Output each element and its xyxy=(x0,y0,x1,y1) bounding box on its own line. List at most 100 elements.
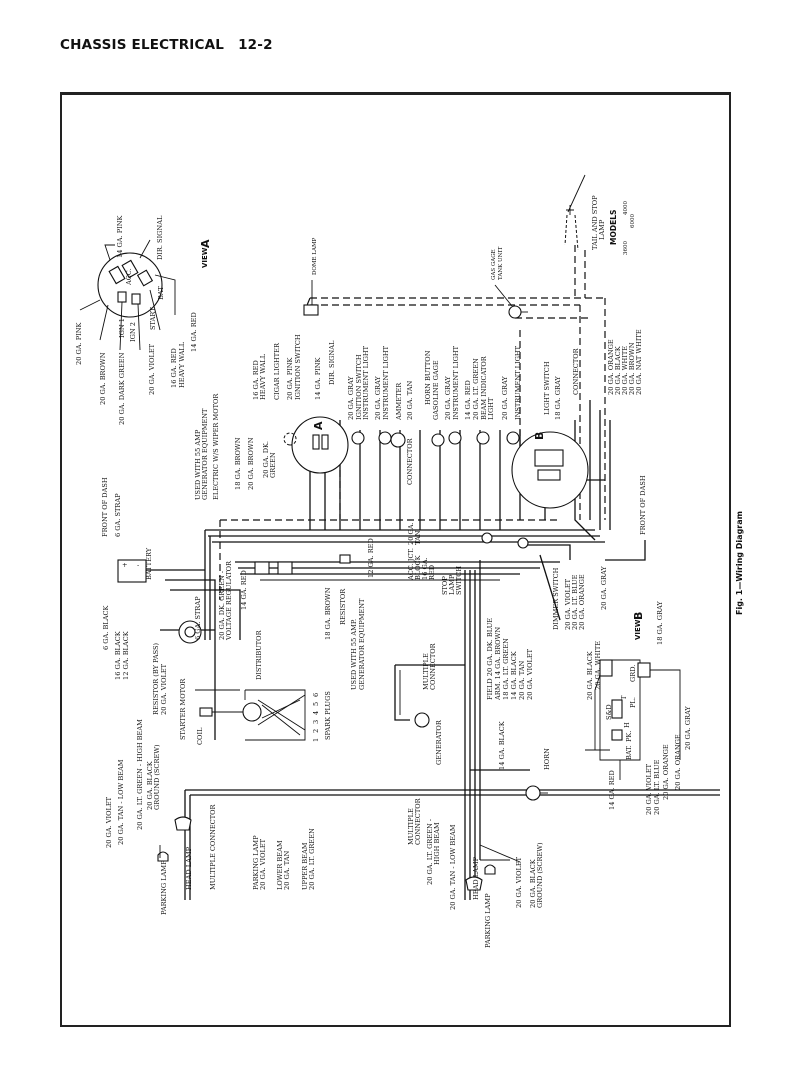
rear-labels: TAIL AND STOP LAMP MODELS 3600 4000 6000… xyxy=(312,195,636,280)
wire-label: 20 GA. VIOLET xyxy=(645,763,653,815)
dash-labels: FRONT OF DASH 6 GA. STRAP BATTERY USED W… xyxy=(101,329,647,580)
wire-label: 20 GA. GRAY xyxy=(444,376,452,420)
gen-wire-label: 14 GA. BLACK xyxy=(510,650,518,700)
rear-wire-label: 20 GA. WHITE xyxy=(621,346,629,395)
svg-text:+: + xyxy=(122,561,128,569)
wire-label: 20 GA. BROWN xyxy=(247,437,255,490)
dimmer-wire-label: 20 GA. VIOLET xyxy=(564,578,572,630)
plug-number: 6 xyxy=(312,693,320,697)
voltage-regulator xyxy=(254,561,293,575)
terminal-label: S&D xyxy=(605,704,613,720)
strap-label: 6 GA. STRAP xyxy=(114,493,122,537)
multiple-connector-label: MULTIPLE xyxy=(422,653,430,690)
wiper-label: ELECTRIC W/S WIPER MOTOR xyxy=(212,393,220,500)
wire-label: 20 GA. GRAY xyxy=(600,566,608,610)
stop-lamp-label: STOP xyxy=(441,576,449,595)
rear-wire-label: 20 GA. BROWN xyxy=(628,342,636,395)
acc-jct-label: BLOCK xyxy=(414,554,422,580)
multiple-connector-label: MULTIPLE xyxy=(407,808,415,845)
wire-label: 14 GA. PINK xyxy=(314,356,322,400)
wire-label: 14 GA. RED xyxy=(240,570,248,610)
view-b-letter: B xyxy=(632,612,645,620)
wire-label: 20 GA. PINK xyxy=(75,321,83,365)
svg-text:-: - xyxy=(137,561,139,569)
head-lamp-label: HEAD LAMP xyxy=(472,856,480,900)
wire-label: 16 GA. RED xyxy=(170,348,178,388)
generator xyxy=(414,712,430,728)
terminal-label: PL. xyxy=(629,697,637,708)
dir-signal-label: DIR. SIGNAL xyxy=(328,340,336,385)
view-a-title: VIEW xyxy=(201,247,209,268)
upper-beam-label: UPPER BEAM xyxy=(301,842,309,890)
view-a-labels: VIEW A 20 GA. PINK 20 GA. BROWN 20 GA. D… xyxy=(75,214,212,425)
wire-label: 20 GA. TAN - LOW BEAM xyxy=(117,759,125,845)
multiple-connector-label: CONNECTOR xyxy=(414,797,422,845)
voltage-regulator-label: VOLTAGE REGULATOR xyxy=(225,560,233,641)
wire-label: TAN xyxy=(414,530,422,545)
wire-label: IGNITION SWITCH xyxy=(355,354,363,420)
wire-label: 20 GA. GRAY xyxy=(374,376,382,420)
wire-label: 20 GA. ORANGE xyxy=(662,744,670,800)
starter-motor xyxy=(178,620,202,644)
wire-label: 14 GA. RED xyxy=(190,312,198,352)
gas-gage-tank-unit xyxy=(494,284,528,319)
stop-lamp-label: SWITCH xyxy=(455,566,463,595)
wire-label: 18 GA. BROWN xyxy=(324,587,332,640)
used-55-label: GENERATOR EQUIPMENT xyxy=(201,408,209,500)
gen-wire-label: 18 GA. LT. GREEN xyxy=(502,638,510,700)
ignition-switch-label: IGNITION SWITCH xyxy=(294,334,302,400)
wire-label: 6 GA. STRAP xyxy=(194,596,202,640)
section-title: CHASSIS ELECTRICAL xyxy=(60,37,225,53)
dimmer-wire-label: 20 GA. LT. BLUE xyxy=(571,574,579,630)
wire-label: 14 GA. RED xyxy=(608,770,616,810)
ground-label: 20 GA. BLACK xyxy=(146,760,154,810)
ammeter-label: AMMETER xyxy=(395,382,403,421)
model-number: 6000 xyxy=(630,214,636,228)
wire-label: 20 GA. LT. BLUE xyxy=(653,759,661,815)
front-middle-labels: PARKING LAMP 20 GA. VIOLET LOWER BEAM 20… xyxy=(252,828,316,890)
acc-jct-label: 16 GA. xyxy=(421,557,429,580)
parking-lamp-label: 20 GA. VIOLET xyxy=(259,838,267,890)
view-b-light-switch xyxy=(585,659,681,780)
rear-wire-label: 20 GA. BLACK xyxy=(614,345,622,395)
engine-labels: 6 GA. BLACK 16 GA. BLACK 12 GA. BLACK 6 … xyxy=(102,522,608,770)
multiple-connector-label: CONNECTOR xyxy=(429,642,437,690)
front-of-dash-right: FRONT OF DASH xyxy=(639,475,647,535)
view-b-labels: VIEW B 18 GA. GRAY 14 GA. RED 20 GA. BLA… xyxy=(586,601,692,815)
ground-label: GROUND (SCREW) xyxy=(536,842,544,908)
view-a-letter: A xyxy=(199,239,212,248)
voltage-regulator-label: 20 GA. DK. GREEN - xyxy=(218,571,226,640)
gen-wire-label: 20 GA. TAN xyxy=(518,660,526,700)
gas-gage-label: GASOLINE GAGE xyxy=(432,360,440,420)
gen-wire-label: ARM. 14 GA. BROWN xyxy=(494,627,502,701)
terminal-label: START xyxy=(149,307,157,330)
wire-label: 20 GA. LT. GREEN - xyxy=(426,819,434,885)
used-55-label: USED WITH 55 AMP. xyxy=(350,619,358,690)
wire-label: 20 GA. PINK xyxy=(286,356,294,400)
resistor-component xyxy=(339,554,351,564)
stop-lamp-label: LAMP xyxy=(448,574,456,595)
tail-lamp-label: TAIL AND STOP xyxy=(591,195,599,250)
ground-label: 20 GA. BLACK xyxy=(529,858,537,908)
wire-label: 20 GA. LT. GREEN xyxy=(472,358,480,420)
lower-beam-label: 20 GA. TAN xyxy=(283,850,291,890)
multiple-connector-label: MULTIPLE CONNECTOR xyxy=(209,803,217,890)
resistor-label: RESISTOR xyxy=(339,588,347,625)
model-number: 3600 xyxy=(623,241,629,255)
stop-lamp-switch xyxy=(481,532,493,544)
generator-label: GENERATOR xyxy=(435,719,443,765)
rear-wire-label: 20 GA. ORANGE xyxy=(607,339,615,395)
view-b-title: VIEW xyxy=(634,619,642,640)
wire-label: DIR. SIGNAL xyxy=(156,215,164,260)
terminal-label: BAT. xyxy=(625,745,633,760)
plug-number: 3 xyxy=(312,720,320,724)
battery-label: BATTERY xyxy=(145,547,153,580)
spark-plugs-label: SPARK PLUGS xyxy=(324,691,332,740)
wire-label: 16 GA. BLACK xyxy=(114,630,122,680)
wire-label: 20 GA. LT. GREEN - HIGH BEAM xyxy=(136,719,144,830)
wire-label: 16 GA. RED xyxy=(252,360,260,400)
connector-label: CONNECTOR xyxy=(406,437,414,485)
gas-gage-label: TANK UNIT xyxy=(498,246,504,280)
